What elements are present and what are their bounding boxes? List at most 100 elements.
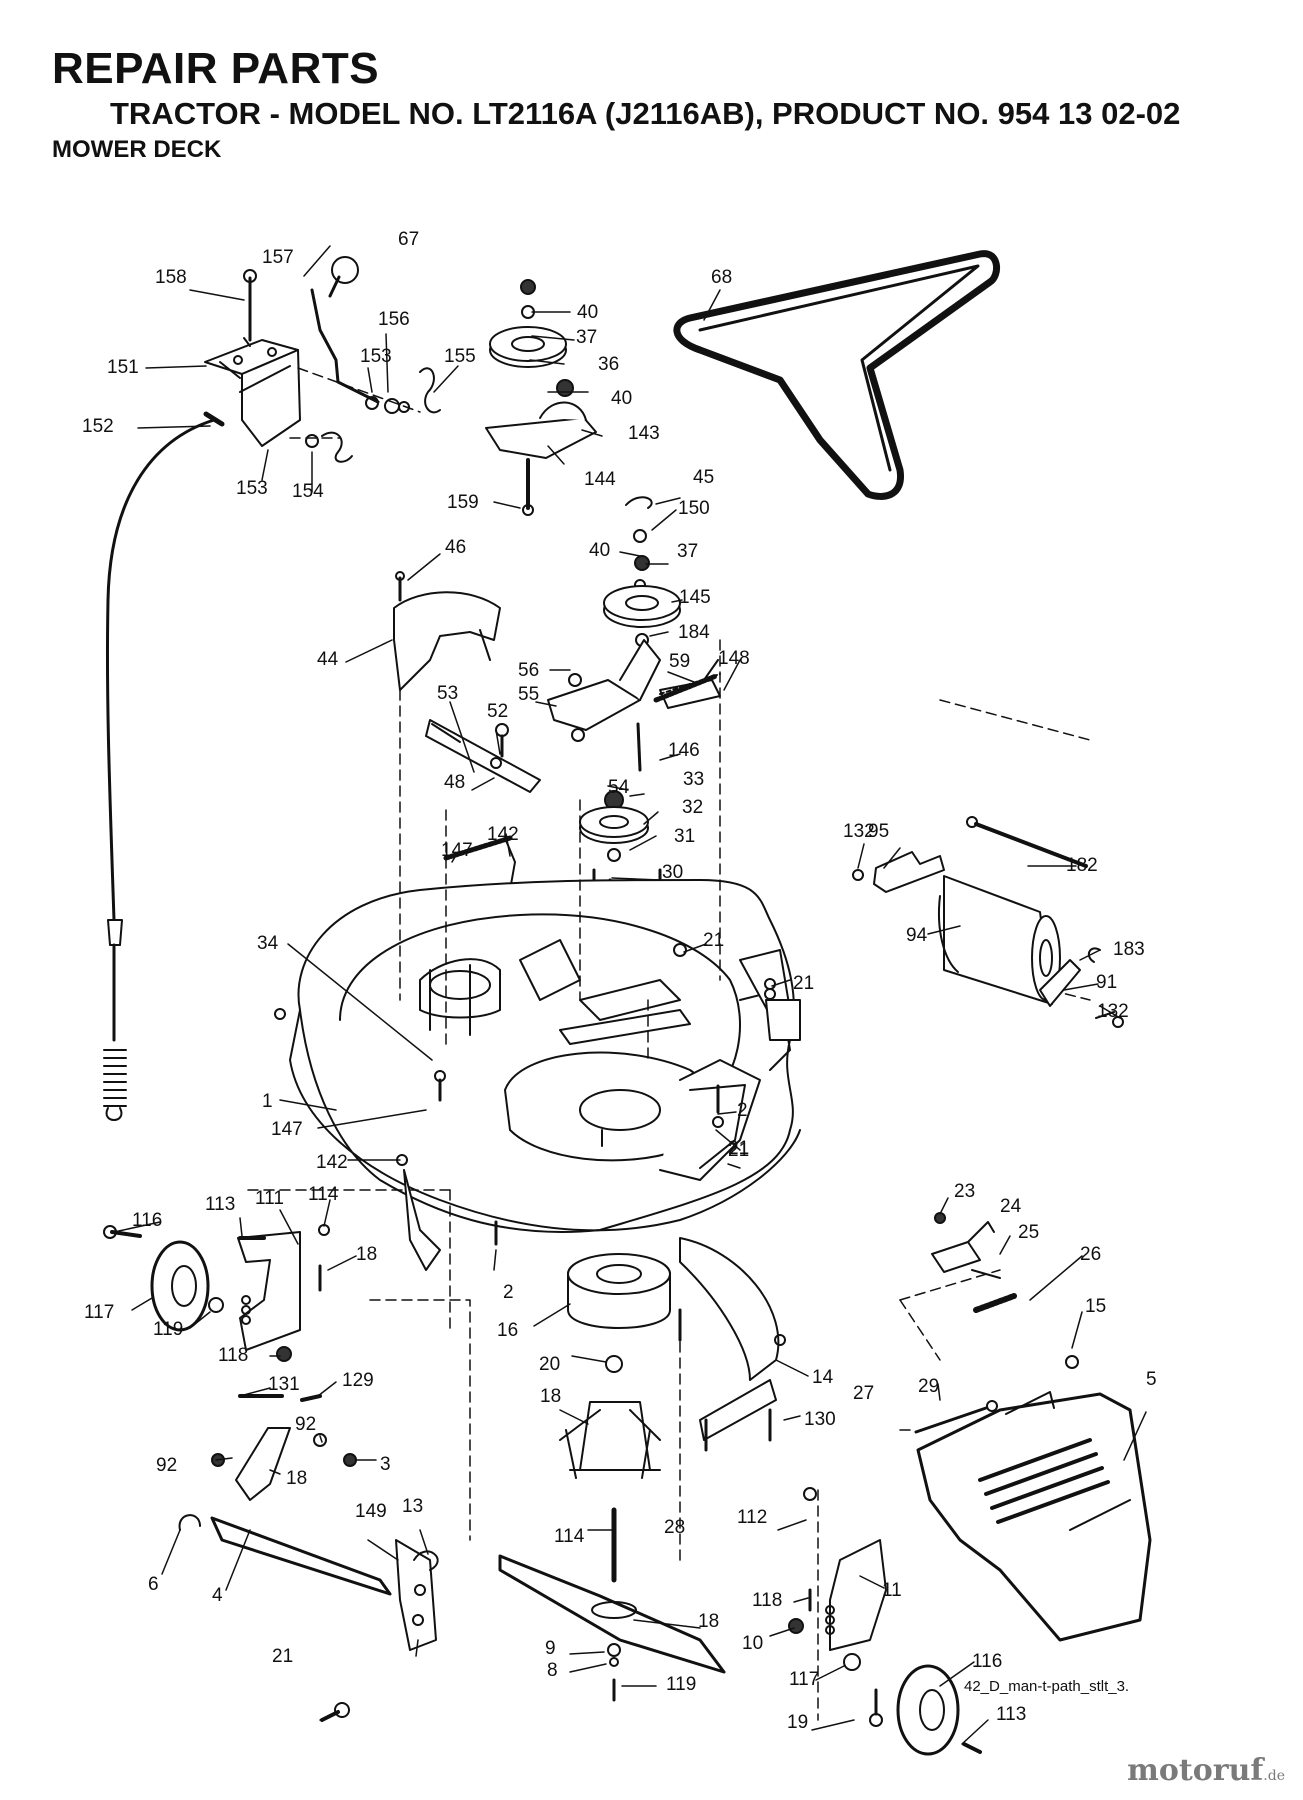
- lever-bracket-assembly: [103, 256, 441, 1121]
- part-callout-151: 151: [107, 357, 139, 378]
- part-callout-16: 16: [497, 1320, 518, 1341]
- part-callout-152: 152: [82, 416, 114, 437]
- part-callout-18: 18: [286, 1468, 307, 1489]
- part-callout-18: 18: [540, 1386, 561, 1407]
- part-callout-13: 13: [402, 1496, 423, 1517]
- part-callout-158: 158: [155, 267, 187, 288]
- part-callout-117: 117: [84, 1302, 114, 1323]
- part-callout-34: 34: [257, 933, 279, 954]
- part-callout-1: 1: [262, 1091, 273, 1112]
- part-callout-37: 37: [576, 327, 597, 348]
- part-callout-5: 5: [1146, 1369, 1157, 1390]
- part-callout-156: 156: [378, 309, 410, 330]
- part-callout-131: 131: [268, 1374, 300, 1395]
- part-callout-21: 21: [793, 973, 814, 994]
- part-callout-18: 18: [698, 1611, 719, 1632]
- part-callout-150: 150: [678, 498, 710, 519]
- part-callout-143: 143: [628, 423, 660, 444]
- part-callout-20: 20: [539, 1354, 560, 1375]
- leader-lines: [113, 245, 1147, 1745]
- anti-scalp-roller: [852, 816, 1124, 1028]
- part-callout-24: 24: [1000, 1196, 1022, 1217]
- part-callout-148: 148: [718, 648, 750, 669]
- part-callout-117: 117: [789, 1669, 819, 1690]
- part-callout-155: 155: [444, 346, 476, 367]
- watermark-suffix: .de: [1263, 1768, 1285, 1784]
- part-callout-67: 67: [398, 229, 419, 250]
- brake-arm: [425, 719, 541, 793]
- part-callout-25: 25: [1018, 1222, 1039, 1243]
- part-callout-33: 33: [683, 769, 704, 790]
- height-adjust-link: [178, 1394, 439, 1722]
- part-callout-21: 21: [728, 1140, 749, 1161]
- part-callout-2: 2: [737, 1100, 748, 1121]
- part-callout-45: 45: [693, 467, 714, 488]
- part-callout-118: 118: [218, 1345, 248, 1366]
- alignment-lines: [247, 639, 1091, 1721]
- model-subtitle: TRACTOR - MODEL NO. LT2116A (J2116AB), P…: [110, 96, 1181, 131]
- part-callout-46: 46: [445, 537, 466, 558]
- part-callout-9: 9: [545, 1638, 556, 1659]
- misc-hardware: [274, 943, 801, 1271]
- part-callout-182: 182: [1066, 855, 1098, 876]
- part-callout-142: 142: [316, 1152, 348, 1173]
- spindle-blade-assembly: [498, 1253, 726, 1702]
- part-callout-31: 31: [674, 826, 695, 847]
- front-left-wheel: [103, 1224, 330, 1362]
- part-callout-44: 44: [317, 649, 339, 670]
- part-callout-55: 55: [518, 684, 539, 705]
- part-callout-146: 146: [668, 740, 700, 761]
- part-callout-52: 52: [487, 701, 508, 722]
- part-callout-40: 40: [611, 388, 632, 409]
- part-callout-54: 54: [608, 777, 630, 798]
- part-callout-21: 21: [728, 1138, 749, 1159]
- part-callout-95: 95: [868, 821, 889, 842]
- part-callout-118: 118: [752, 1590, 782, 1611]
- part-callout-59: 59: [669, 651, 690, 672]
- part-callout-132: 132: [843, 821, 875, 842]
- part-callout-153: 153: [360, 346, 392, 367]
- part-callout-27: 27: [853, 1383, 874, 1404]
- drawing-file-note: 42_D_man-t-path_stlt_3.: [964, 1678, 1129, 1695]
- part-callout-116: 116: [972, 1651, 1002, 1672]
- part-callout-4: 4: [212, 1585, 223, 1606]
- part-callout-157: 157: [262, 247, 294, 268]
- part-callout-6: 6: [148, 1574, 159, 1595]
- page-title: REPAIR PARTS: [52, 44, 380, 93]
- part-callout-30: 30: [662, 862, 683, 883]
- part-callout-154: 154: [292, 481, 324, 502]
- part-callout-129: 129: [342, 1370, 374, 1391]
- part-callout-2: 2: [503, 1282, 514, 1303]
- part-callout-3: 3: [380, 1454, 391, 1475]
- part-callout-29: 29: [918, 1376, 939, 1397]
- part-callout-36: 36: [598, 354, 619, 375]
- idler-pulley-upper: [485, 279, 597, 516]
- part-callout-119: 119: [153, 1319, 183, 1340]
- part-callout-130: 130: [804, 1409, 836, 1430]
- discharge-chute: [914, 1391, 1152, 1642]
- part-callout-142: 142: [487, 824, 519, 845]
- part-callout-116: 116: [132, 1210, 162, 1231]
- front-right-wheel: [788, 1487, 982, 1756]
- deflector-bracket: [931, 1212, 1079, 1369]
- part-callout-10: 10: [742, 1633, 763, 1654]
- part-callout-19: 19: [787, 1712, 808, 1733]
- part-callout-159: 159: [447, 492, 479, 513]
- part-callout-153: 153: [236, 478, 268, 499]
- drive-belt: [673, 250, 1000, 500]
- part-callout-147: 147: [271, 1119, 303, 1140]
- watermark-brand: motoruf: [1127, 1753, 1264, 1788]
- part-callout-32: 32: [682, 797, 703, 818]
- watermark: motoruf.de: [1127, 1753, 1285, 1788]
- part-callout-145: 145: [679, 587, 711, 608]
- part-callout-114: 114: [554, 1526, 585, 1547]
- part-callout-113: 113: [996, 1704, 1026, 1725]
- section-title: MOWER DECK: [52, 136, 222, 163]
- part-callout-37: 37: [677, 541, 698, 562]
- center-pulley-stack: [547, 496, 721, 952]
- part-callout-21: 21: [703, 930, 724, 951]
- part-callout-18: 18: [356, 1244, 377, 1265]
- belt-guard: [393, 571, 501, 691]
